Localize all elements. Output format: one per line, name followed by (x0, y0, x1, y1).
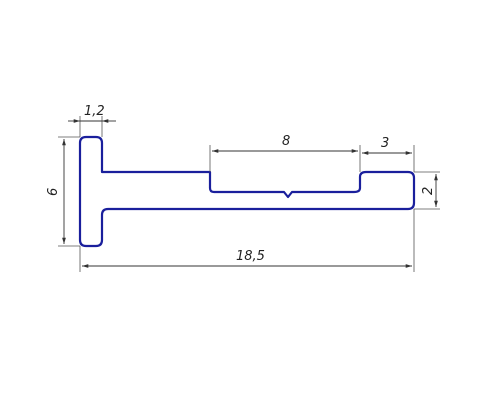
tip-length-label: 3 (381, 136, 389, 151)
tip-height-label: 2 (421, 187, 436, 195)
dimension-flange-height: 6 (46, 136, 80, 247)
dimension-groove-length: 8 (209, 134, 361, 172)
flange-height-label: 6 (46, 188, 61, 196)
dimension-flange-thickness: 1,2 (68, 104, 116, 137)
dimension-tip-height: 2 (414, 171, 440, 210)
total-length-label: 18,5 (236, 249, 265, 264)
groove-length-label: 8 (282, 134, 290, 149)
flange-thickness-label: 1,2 (84, 104, 105, 119)
dimension-tip-length: 3 (362, 136, 415, 172)
dimension-total-length: 18,5 (79, 209, 415, 272)
t-profile-outline (78, 135, 416, 248)
